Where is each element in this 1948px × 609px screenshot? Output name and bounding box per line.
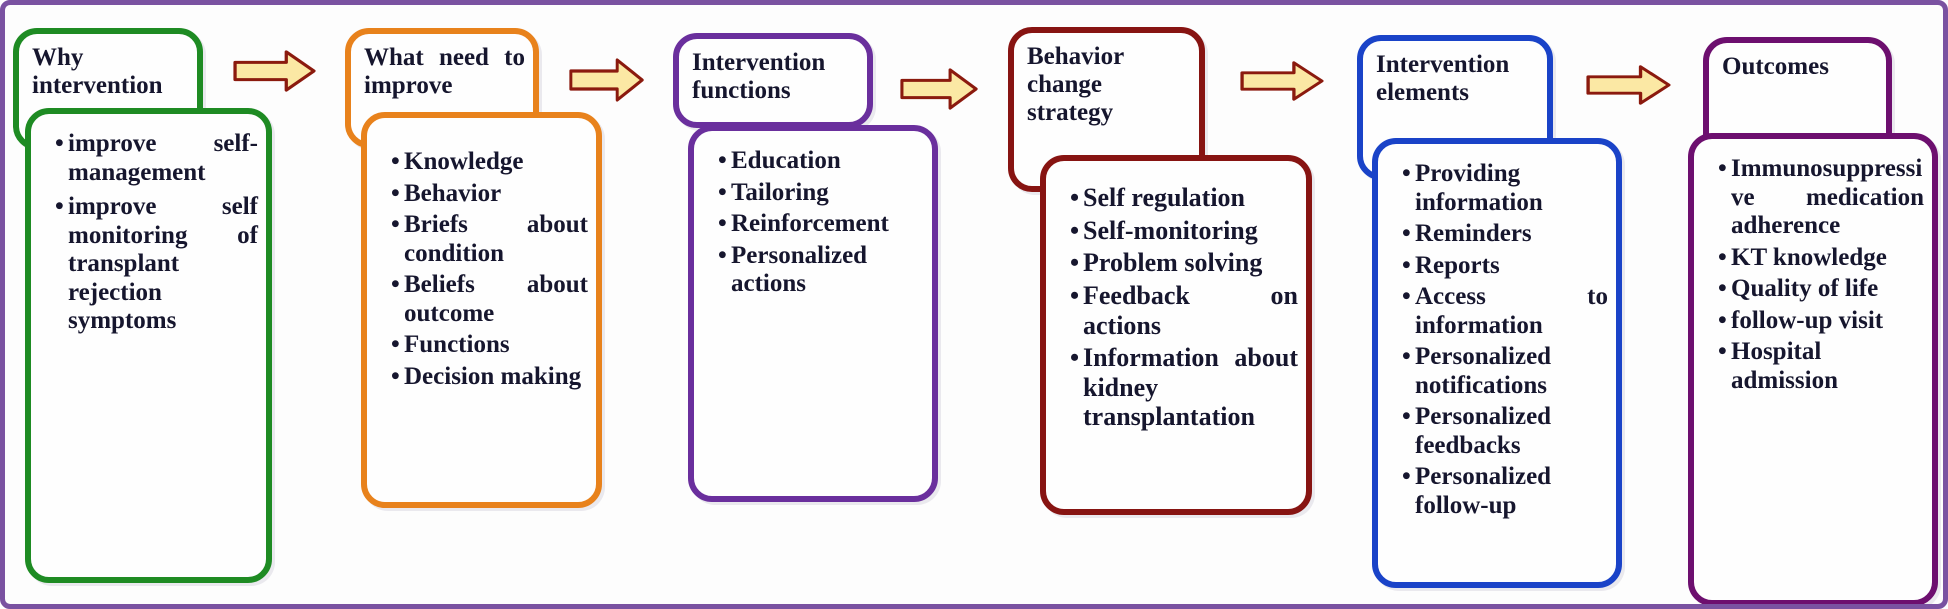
bullet-item: Quality of life: [1718, 275, 1924, 304]
right-arrow-icon: [900, 67, 979, 111]
bullet-item: Feedback on actions: [1070, 281, 1298, 340]
bullet-list: EducationTailoringReinforcementPersonali…: [694, 131, 932, 299]
bullet-list: Immunosuppressive medication adherenceKT…: [1694, 139, 1932, 395]
content-box-outcomes: Immunosuppressive medication adherenceKT…: [1688, 133, 1938, 604]
bullet-item: Personalized actions: [718, 242, 928, 299]
bullet-item: Beliefs about outcome: [391, 271, 588, 328]
right-arrow-icon: [569, 57, 645, 103]
bullet-item: Problem solving: [1070, 248, 1298, 278]
bullet-item: Access to information: [1402, 283, 1608, 340]
content-box-intervention-elements: Providing informationRemindersReportsAcc…: [1372, 138, 1622, 588]
content-box-behavior-change-strategy: Self regulationSelf-monitoringProblem so…: [1040, 155, 1312, 515]
bullet-item: Self regulation: [1070, 183, 1298, 213]
bullet-item: Immunosuppressive medication adherence: [1718, 155, 1924, 241]
bullet-item: Reminders: [1402, 220, 1608, 249]
bullet-list: Self regulationSelf-monitoringProblem so…: [1046, 161, 1306, 432]
bullet-item: Self-monitoring: [1070, 216, 1298, 246]
bullet-list: KnowledgeBehaviorBriefs about conditionB…: [367, 118, 596, 391]
header-box-intervention-functions: Intervention functions: [673, 33, 873, 128]
bullet-item: Decision making: [391, 363, 588, 392]
bullet-item: Information about kidney transplantation: [1070, 343, 1298, 432]
bullet-item: improve self-management: [55, 130, 258, 187]
bullet-item: Functions: [391, 331, 588, 360]
content-box-why-intervention: improve self-management improve self moni…: [25, 108, 272, 583]
bullet-item: KT knowledge: [1718, 244, 1924, 273]
right-arrow-icon: [233, 49, 317, 93]
bullet-list: improve self-management improve self moni…: [31, 114, 266, 336]
bullet-item: Briefs about condition: [391, 211, 588, 268]
bullet-item: Reports: [1402, 252, 1608, 281]
bullet-item: Personalized feedbacks: [1402, 403, 1608, 460]
bullet-list: Providing informationRemindersReportsAcc…: [1378, 144, 1616, 520]
bullet-item: Personalized notifications: [1402, 343, 1608, 400]
bullet-item: follow-up visit: [1718, 307, 1924, 336]
right-arrow-icon: [1240, 60, 1325, 102]
bullet-item: Knowledge: [391, 148, 588, 177]
bullet-item: Education: [718, 147, 928, 176]
right-arrow-icon: [1586, 64, 1672, 106]
bullet-item: Reinforcement: [718, 210, 928, 239]
content-box-intervention-functions: EducationTailoringReinforcementPersonali…: [688, 125, 938, 502]
bullet-item: Providing information: [1402, 160, 1608, 217]
bullet-item: Personalized follow-up: [1402, 463, 1608, 520]
bullet-item: Tailoring: [718, 179, 928, 208]
content-box-what-need-to-improve: KnowledgeBehaviorBriefs about conditionB…: [361, 112, 602, 508]
bullet-item: improve self monitoring of transplant re…: [55, 193, 258, 336]
bullet-item: Behavior: [391, 180, 588, 209]
bullet-item: Hospital admission: [1718, 338, 1924, 395]
